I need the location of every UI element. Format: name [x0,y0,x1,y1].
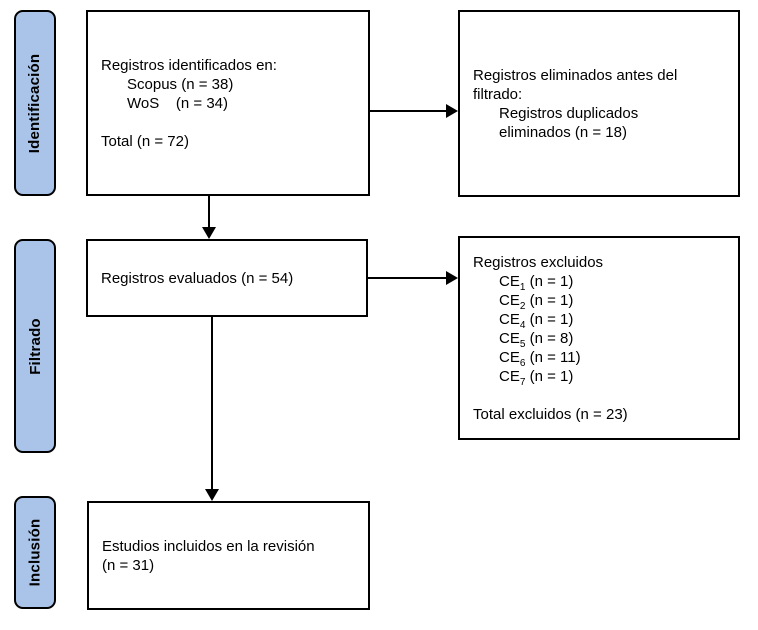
arrow-screened-to-excluded-head-icon [446,271,458,285]
stage-label-inclusion: Inclusión [14,496,56,609]
box-records-screened: Registros evaluados (n = 54) [86,239,368,317]
arrow-screened-to-excluded-line [368,277,447,279]
box-studies-included: Estudios incluidos en la revisión(n = 31… [87,501,370,610]
arrow-identified-to-screened-head-icon [202,227,216,239]
box-records-identified: Registros identificados en:Scopus (n = 3… [86,10,370,196]
arrow-identified-to-removed-line [370,110,447,112]
arrow-screened-to-included-line [211,317,213,490]
arrow-identified-to-screened-line [208,196,210,229]
stage-label-screening: Filtrado [14,239,56,453]
stage-label-screening-text: Filtrado [26,317,44,375]
stage-label-identification: Identificación [14,10,56,196]
stage-label-identification-text: Identificación [26,53,44,153]
stage-label-inclusion-text: Inclusión [26,518,44,587]
arrow-identified-to-removed-head-icon [446,104,458,118]
arrow-screened-to-included-head-icon [205,489,219,501]
